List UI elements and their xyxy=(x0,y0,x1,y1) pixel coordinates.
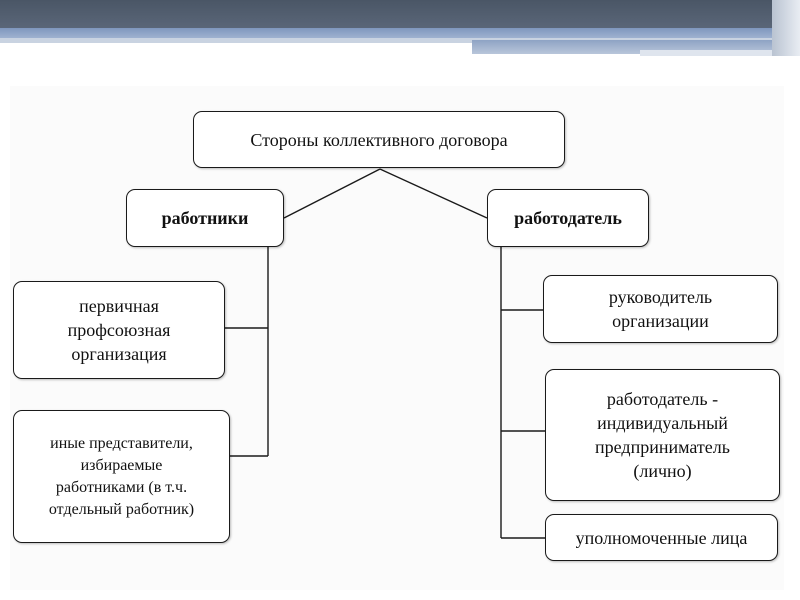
node-primary-union: первичная профсоюзная организация xyxy=(13,281,225,379)
header-stripe-thin xyxy=(640,50,800,56)
node-authorized-persons: уполномоченные лица xyxy=(545,514,778,561)
connector-root-right xyxy=(379,168,488,219)
header-bar xyxy=(0,0,800,28)
node-organization-head: руководитель организации xyxy=(543,275,778,343)
root-node: Стороны коллективного договора xyxy=(193,111,565,168)
node-workers: работники xyxy=(126,189,284,247)
node-employer: работодатель xyxy=(487,189,649,247)
header-corner xyxy=(772,0,800,56)
connector-root-left xyxy=(283,168,381,219)
header-accent-bar xyxy=(0,28,800,38)
node-individual-entrepreneur: работодатель - индивидуальный предприним… xyxy=(545,369,780,501)
header-stripe xyxy=(0,38,800,43)
node-other-representatives: иные представители, избираемые работника… xyxy=(13,410,230,543)
